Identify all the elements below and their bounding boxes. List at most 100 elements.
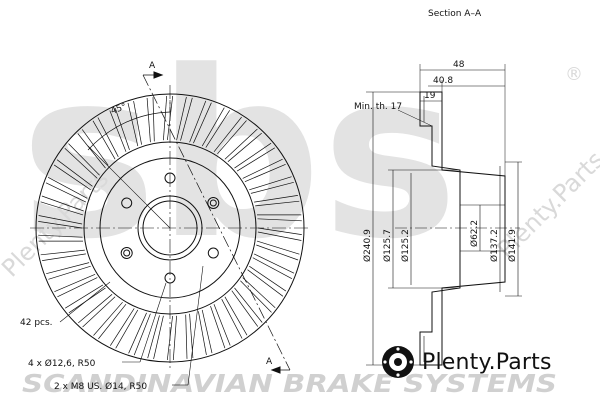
section-arrow-bottom-head bbox=[270, 366, 281, 374]
cooling-vane-edge bbox=[257, 231, 302, 241]
dim-141-9: Ø141.9 bbox=[507, 229, 518, 262]
holes-label-2: 2 x M8 US. Ø14, R50 bbox=[54, 381, 147, 392]
cooling-vane bbox=[92, 120, 116, 160]
watermark-registered: ® bbox=[565, 64, 583, 85]
section-line bbox=[142, 74, 291, 371]
cooling-vane bbox=[115, 309, 139, 349]
cooling-vane bbox=[45, 182, 87, 203]
dim-137-2: Ø137.2 bbox=[489, 229, 500, 262]
dim-125-7: Ø125.7 bbox=[382, 229, 393, 262]
cooling-vane-edge bbox=[180, 97, 193, 141]
cooling-vane-edge bbox=[240, 280, 272, 313]
section-marker-bottom: A bbox=[266, 357, 273, 367]
section-view bbox=[366, 64, 522, 366]
cooling-vane-edge bbox=[221, 299, 243, 339]
cooling-vane bbox=[176, 96, 187, 141]
bolt-hole bbox=[121, 197, 133, 209]
cooling-vane-edge bbox=[38, 234, 83, 238]
dim-48: 48 bbox=[453, 60, 465, 70]
thread-core bbox=[123, 249, 131, 257]
cooling-vane bbox=[242, 277, 276, 308]
cooling-vane-edge bbox=[185, 314, 188, 359]
cooling-vane-edge bbox=[257, 218, 302, 222]
cooling-vane bbox=[253, 253, 295, 274]
dim-minth-leader bbox=[397, 109, 433, 127]
leader-pcs bbox=[59, 281, 111, 323]
cooling-vane-edge bbox=[198, 311, 207, 355]
cooling-vane bbox=[64, 148, 98, 179]
cooling-vane bbox=[254, 195, 298, 203]
cooling-vane bbox=[146, 97, 151, 143]
cooling-vane bbox=[172, 315, 177, 361]
section-profile bbox=[419, 91, 506, 366]
cooling-vane bbox=[82, 296, 116, 328]
cooling-vane bbox=[133, 313, 151, 356]
cooling-vane bbox=[189, 100, 207, 143]
dim-19: 19 bbox=[424, 91, 436, 101]
cooling-vane-edge bbox=[147, 315, 160, 359]
angle-arc bbox=[87, 111, 171, 151]
cooling-vane-edge bbox=[97, 117, 119, 157]
cooling-vane bbox=[57, 277, 98, 298]
cooling-vane bbox=[98, 303, 127, 340]
brand-badge[interactable]: Plenty.Parts bbox=[380, 344, 552, 380]
angle-leg-1 bbox=[87, 145, 171, 229]
cooling-vane-edge bbox=[65, 284, 104, 309]
cooling-vane-edge bbox=[78, 294, 113, 324]
cooling-vane-edge bbox=[250, 181, 294, 194]
cooling-vane-edge bbox=[217, 120, 247, 155]
cooling-vanes bbox=[38, 95, 302, 361]
cooling-vane-edge bbox=[227, 132, 262, 162]
watermark-logo: sbs bbox=[20, 23, 458, 290]
cooling-vane bbox=[234, 287, 263, 323]
cooling-vane-edge bbox=[231, 290, 259, 327]
cooling-vane bbox=[201, 107, 225, 147]
cooling-vane-edge bbox=[93, 301, 123, 336]
cooling-vane bbox=[40, 201, 84, 216]
cooling-vane-edge bbox=[255, 200, 300, 207]
cooling-vane-edge bbox=[46, 262, 90, 275]
cooling-vane-edge bbox=[47, 176, 88, 199]
holes-label-1: 4 x Ø12,6, R50 bbox=[28, 358, 96, 369]
cooling-vane-edge bbox=[68, 143, 100, 176]
cooling-vane bbox=[213, 116, 242, 153]
leader-holes-2b bbox=[187, 265, 204, 386]
watermark: sbs ® Plenty.Parts Plenty.Parts SCANDINA… bbox=[0, 23, 600, 398]
cooling-vane bbox=[249, 265, 287, 292]
threaded-hole bbox=[207, 197, 220, 209]
disc-front-view bbox=[30, 71, 310, 386]
cooling-vane-edge bbox=[81, 129, 109, 166]
section-marker-top: A bbox=[149, 61, 156, 71]
leader-holes-1b bbox=[139, 282, 167, 363]
dim-62-2: Ø62.2 bbox=[469, 220, 480, 247]
section-arrow-top-head bbox=[153, 71, 164, 79]
cooling-vane bbox=[109, 110, 127, 152]
cooling-vane-edge bbox=[193, 102, 212, 144]
cooling-vane-edge bbox=[133, 101, 142, 145]
cooling-vane bbox=[242, 158, 283, 179]
cooling-vane bbox=[153, 315, 164, 360]
bolt-hole bbox=[207, 247, 219, 259]
cooling-vane bbox=[53, 164, 91, 191]
cooling-vane-edge bbox=[38, 215, 83, 225]
cooling-vane-edge bbox=[114, 107, 130, 151]
dim-125-2: Ø125.2 bbox=[400, 229, 411, 262]
dim-240-9: Ø240.9 bbox=[362, 229, 373, 262]
cooling-vane bbox=[256, 240, 300, 255]
cooling-vane-edge bbox=[152, 97, 155, 142]
min-thickness-label: Min. th. 17 bbox=[354, 102, 402, 112]
cooling-vane-edge bbox=[110, 308, 135, 346]
cooling-vane-edge bbox=[247, 269, 284, 297]
cooling-vane-edge bbox=[205, 110, 230, 148]
cooling-vane-edge bbox=[40, 249, 85, 256]
cooling-vane-edge bbox=[128, 312, 147, 354]
cooling-vane bbox=[38, 221, 83, 229]
cooling-vane bbox=[163, 95, 168, 141]
cooling-vane bbox=[48, 265, 91, 280]
cooling-vane bbox=[127, 102, 139, 147]
cooling-vane-edge bbox=[56, 159, 93, 187]
cooling-vane bbox=[224, 296, 248, 336]
cooling-vane bbox=[42, 253, 86, 261]
cooling-vane bbox=[249, 176, 292, 191]
